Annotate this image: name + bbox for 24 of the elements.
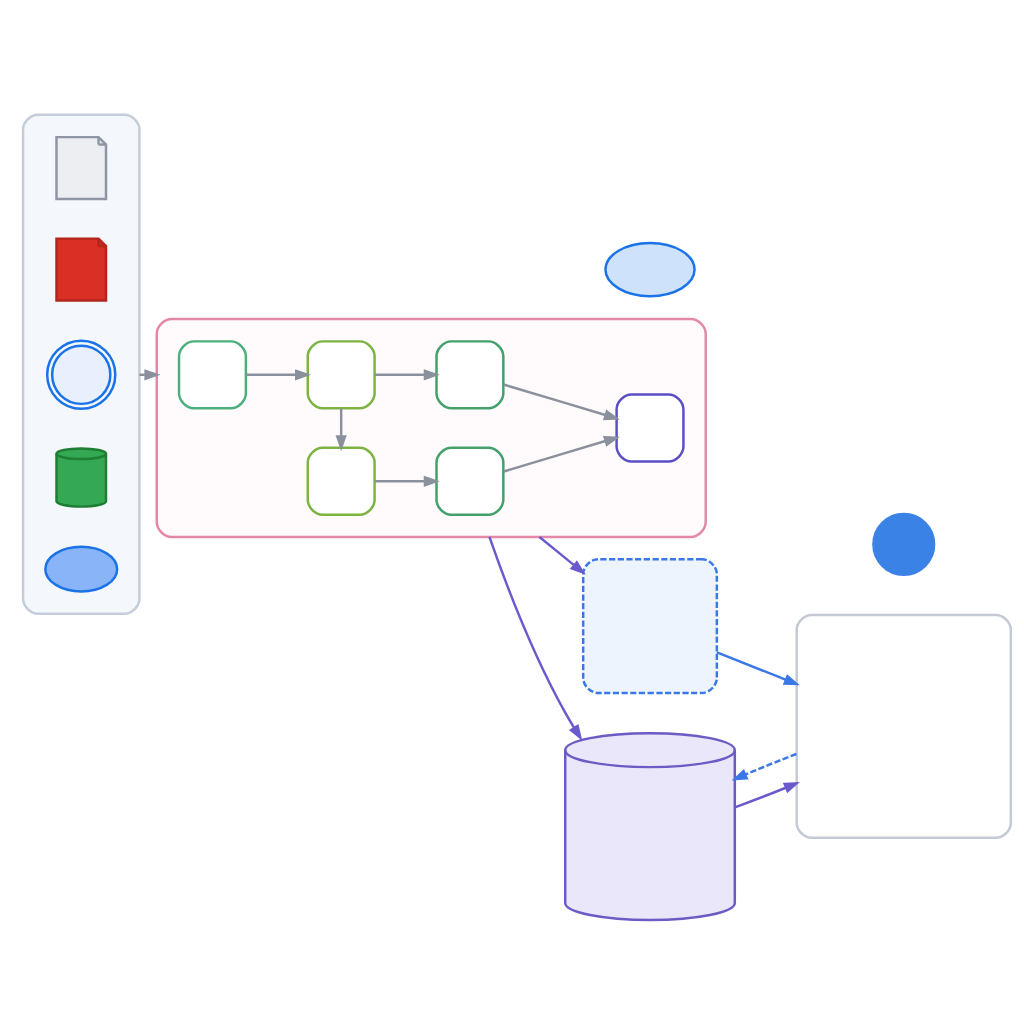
node-box: [306, 446, 376, 516]
node-cloud: [44, 545, 119, 593]
arrow: [734, 781, 800, 808]
arrow: [716, 650, 800, 685]
arrow: [488, 536, 583, 741]
node-person: [872, 512, 936, 576]
node-box: [177, 339, 248, 409]
node-cloud: [604, 241, 696, 297]
arrow: [503, 382, 620, 420]
arrow: [538, 535, 586, 575]
node-box: [435, 446, 505, 516]
arrow: [503, 435, 620, 473]
arrow: [245, 368, 312, 380]
cluster: [155, 317, 707, 538]
node-box: [795, 613, 1013, 839]
arrow: [374, 368, 440, 380]
arrow: [374, 475, 440, 487]
node-box: [306, 339, 376, 409]
arrow: [335, 407, 347, 451]
node-globe: [45, 339, 117, 410]
node-box: [581, 557, 719, 694]
node-box: [615, 392, 685, 463]
arrow: [731, 752, 797, 781]
node-box: [435, 339, 505, 409]
